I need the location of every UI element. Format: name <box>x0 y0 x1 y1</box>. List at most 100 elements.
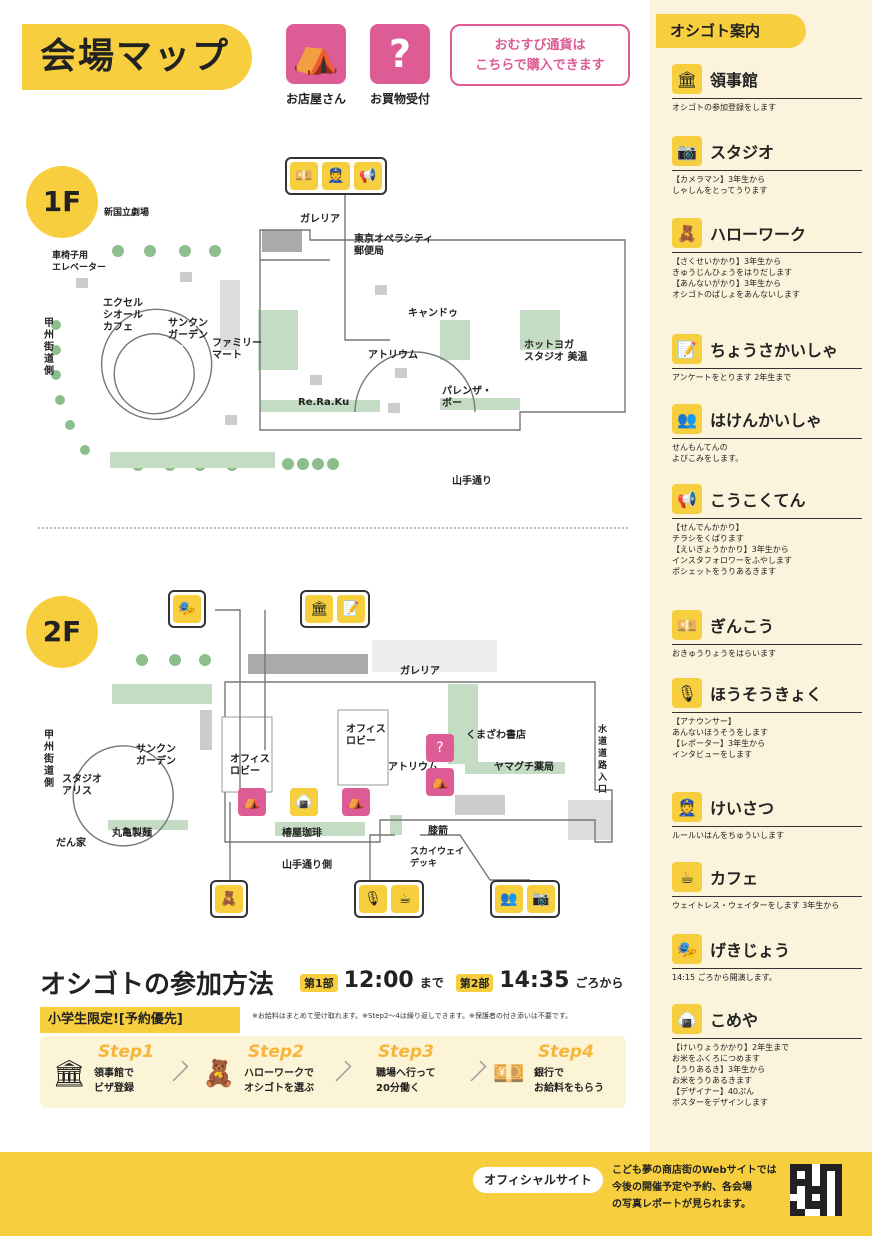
job-name: ハローワーク <box>710 225 807 244</box>
riceball-map-icon: 🍙 <box>290 788 318 816</box>
qr-code-icon[interactable] <box>790 1164 842 1216</box>
label-galleria-2f: ガレリア <box>400 666 440 677</box>
megaphone-icon: 📢 <box>672 484 702 514</box>
shop-tent-icon-1: ⛺ <box>238 788 266 816</box>
broadcast-cafe-box: 🎙☕ <box>354 880 424 918</box>
bank-icon: 💴 <box>672 610 702 640</box>
job-desc: 【さくせいかかり】3年生から きゅうじんひょうをはりだします 【あんないがかり】… <box>672 257 800 299</box>
step-1-text: 領事館で ビザ登録 <box>94 1068 134 1094</box>
step-3-text: 職場へ行って 20分働く <box>376 1068 436 1094</box>
question-icon: ? <box>370 24 430 84</box>
job-desc: 14:15 ごろから開演します。 <box>672 973 777 982</box>
page-title: 会場マップ <box>22 24 252 90</box>
label-elevator: 車椅子用 エレベーター <box>52 251 107 273</box>
job-desc: 【けいりょうかかり】2年生まで お米をふくろにつめます 【うりあるき】3年生から… <box>672 1043 790 1107</box>
job-item: ☕カフェウェイトレス・ウェイターをします 3年生から <box>672 862 862 911</box>
label-hotyoga: ホットヨガ スタジオ 美温 <box>524 340 588 363</box>
elementary-only: 小学生限定![予約優先] <box>40 1007 240 1033</box>
job-item: 📢 こうこくてん【せんでんかかり】 チラシをくばります 【えいぎょうかかり】3年生… <box>672 484 862 577</box>
shop-tent-icon-3: ⛺ <box>426 768 454 796</box>
footer <box>0 1152 872 1236</box>
job-name: カフェ <box>710 869 759 888</box>
job-desc: ルールいはんをちゅういします <box>672 831 784 840</box>
floor1-map <box>51 195 626 471</box>
label-sunken-2f: サンクン ガーデン <box>136 744 176 767</box>
label-office-lobby-2: オフィス ロビー <box>346 724 386 747</box>
microphone-icon: 🎙 <box>672 678 702 708</box>
job-item: 🧸 ハローワーク【さくせいかかり】3年生から きゅうじんひょうをはりだします 【あ… <box>672 218 862 300</box>
label-galleria-1f: ガレリア <box>300 214 340 225</box>
hellowork-icon: 🧸 <box>215 885 243 913</box>
label-kumazawa: くまざわ書店 <box>466 730 526 741</box>
howto-note: ※お給料はまとめて受け取れます。※Step2〜4は繰り返しできます。※保護者の付… <box>252 1012 573 1020</box>
consulate-survey-box: 🏛📝 <box>300 590 370 628</box>
part1-time: 12:00 <box>343 968 414 993</box>
step-2-label: Step2 <box>248 1042 304 1062</box>
label-atrium-2f: アトリウム <box>388 762 438 773</box>
official-site-button[interactable]: オフィシャルサイト <box>473 1167 603 1193</box>
label-post-office: 東京オペラシティ 郵便局 <box>354 234 434 257</box>
shop-tent-icon-2: ⛺ <box>342 788 370 816</box>
dispatch-studio-box: 👥📷 <box>490 880 560 918</box>
label-candle: キャンドゥ <box>408 308 458 319</box>
survey-icon: 📝 <box>337 595 365 623</box>
step-1-label: Step1 <box>98 1042 154 1062</box>
job-desc: 【カメラマン】3年生から しゃしんをとってうります <box>672 175 768 195</box>
step-4-text: 銀行で お給料をもらう <box>534 1068 604 1094</box>
job-desc: ウェイトレス・ウェイターをします 3年生から <box>672 901 840 910</box>
job-desc: 【アナウンサー】 あんないほうそうをします 【レポーター】3年生から インタビュ… <box>672 717 768 759</box>
label-familymart: ファミリー マート <box>212 338 262 361</box>
job-item: 🎙 ほうそうきょく【アナウンサー】 あんないほうそうをします 【レポーター】3年生… <box>672 678 862 760</box>
job-name: はけんかいしゃ <box>710 411 823 430</box>
job-desc: アンケートをとります 2年生まで <box>672 373 792 382</box>
dispatch-icon: 👥 <box>672 404 702 434</box>
label-atrium-1f: アトリウム <box>368 350 418 361</box>
part2-label: 第2部 <box>455 974 494 992</box>
step-2-text: ハローワークで オシゴトを選ぶ <box>244 1068 314 1094</box>
tent-icon: ⛺ <box>286 24 346 84</box>
riceball-icon: 🍙 <box>672 1004 702 1034</box>
job-desc: おきゅうりょうをはらいます <box>672 649 776 658</box>
floor-1f-badge: 1F <box>26 166 98 238</box>
job-desc: せんもんてんの よびこみをします。 <box>672 443 744 463</box>
part1-suffix: まで <box>419 976 444 990</box>
currency-callout: おむすび通貨は こちらで購入できます <box>450 24 630 86</box>
legend-shop: ⛺ お店屋さん <box>286 24 351 107</box>
job-name: スタジオ <box>710 143 775 162</box>
part2-time: 14:35 <box>499 968 570 993</box>
label-palenza: パレンザ・ ボー <box>442 386 492 409</box>
label-marugame: 丸亀製麺 <box>112 828 152 839</box>
label-water-road: 水 道 道 路 入 口 <box>598 725 608 795</box>
label-theater: 新国立劇場 <box>104 208 150 218</box>
legend-shop-label: お店屋さん <box>285 92 346 106</box>
microphone-icon: 🎙 <box>359 885 387 913</box>
legend-purchase-label: お買物受付 <box>369 92 430 106</box>
callout-line2: こちらで購入できます <box>475 58 605 73</box>
job-name: ぎんこう <box>710 617 775 636</box>
job-desc: 【せんでんかかり】 チラシをくばります 【えいぎょうかかり】3年生から インスタ… <box>672 523 792 576</box>
footer-text: こども夢の商店街のWebサイトでは 今後の開催予定や予約、各会場 の写真レポート… <box>612 1165 777 1210</box>
label-hizakuri: 膝箭 <box>428 826 448 837</box>
job-name: こうこくてん <box>710 491 806 510</box>
step-3-label: Step3 <box>378 1042 434 1062</box>
callout-line1: おむすび通貨は <box>494 38 586 53</box>
step-4-label: Step4 <box>538 1042 594 1062</box>
label-dankaya: だん家 <box>56 838 86 849</box>
job-name: ほうそうきょく <box>710 685 823 704</box>
part1-label: 第1部 <box>300 974 338 992</box>
floor-2f-badge: 2F <box>26 596 98 668</box>
legend-purchase: ? お買物受付 <box>370 24 435 107</box>
consulate-step-icon: 🏛 <box>52 1059 86 1089</box>
label-reraku: Re.Ra.Ku <box>298 397 350 408</box>
job-name: こめや <box>710 1011 759 1030</box>
label-yamaguchi: ヤマグチ薬局 <box>494 762 554 773</box>
police-icon: 👮 <box>672 792 702 822</box>
step-1: 🏛 Step1 領事館で ビザ登録 <box>40 1036 180 1108</box>
hellowork-icon: 🧸 <box>672 218 702 248</box>
floor1-icon-group: 💴 👮 📢 <box>285 157 387 195</box>
survey-icon: 📝 <box>672 334 702 364</box>
theater-icon: 🎭 <box>173 595 201 623</box>
